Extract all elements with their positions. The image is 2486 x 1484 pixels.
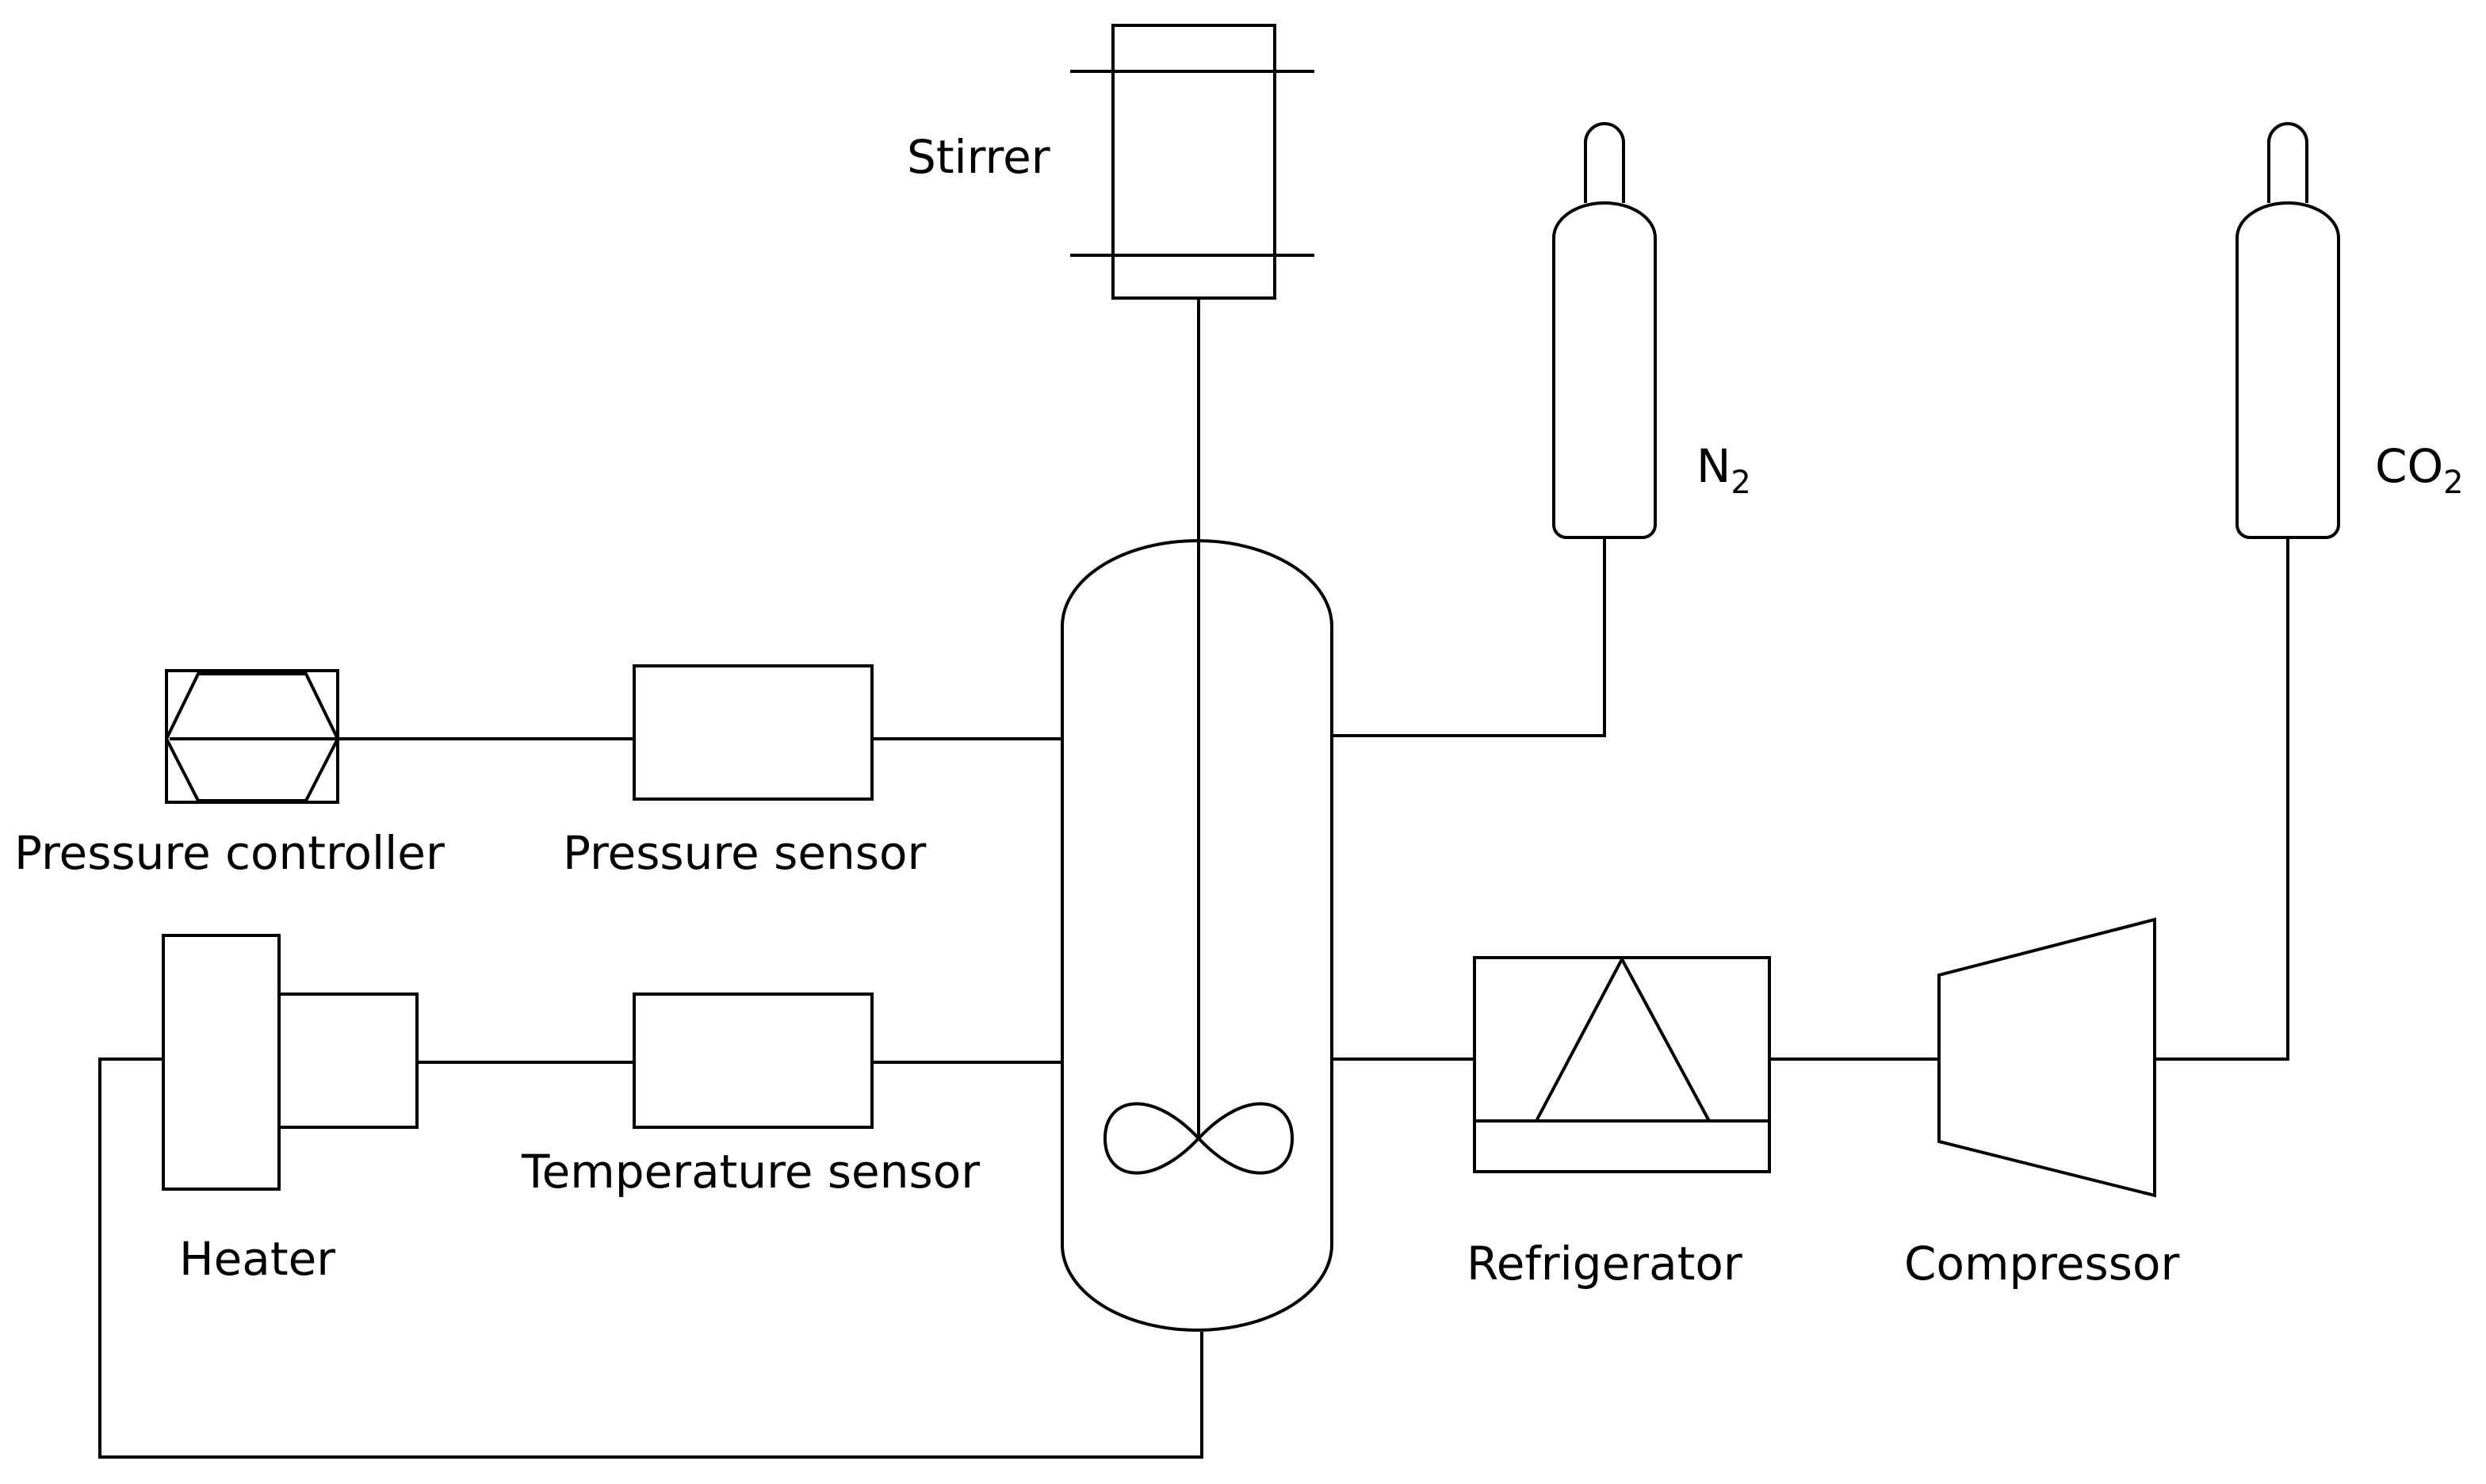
- compressor-label: Compressor: [1904, 1237, 2179, 1291]
- labels: Stirrer N2 CO2 Pressure controller Press…: [14, 130, 2464, 1291]
- heater-label: Heater: [179, 1232, 335, 1286]
- temperature-sensor-label: Temperature sensor: [521, 1145, 980, 1199]
- refrigerator-label: Refrigerator: [1467, 1237, 1742, 1291]
- stirrer-body: [1111, 24, 1276, 300]
- co2-cylinder-body: [2235, 201, 2340, 539]
- co2-label-main: CO: [2375, 439, 2443, 493]
- pressure-controller-symbol: [164, 672, 340, 802]
- n2-label-subscript: 2: [1731, 465, 1750, 501]
- reactor-vessel: [1061, 539, 1333, 1332]
- refrigerator-unit: [1473, 955, 1771, 1173]
- co2-label-subscript: 2: [2443, 465, 2463, 501]
- connection-lines: [98, 296, 2289, 1459]
- refrigerator-box: [1473, 956, 1771, 1173]
- line-n2-to-reactor: [1332, 537, 1606, 737]
- heater-body: [162, 934, 281, 1191]
- stirrer-label: Stirrer: [907, 130, 1050, 184]
- n2-cylinder-body: [1552, 201, 1657, 539]
- pressure-controller-box: [165, 669, 339, 804]
- reactor-outline: [1061, 539, 1333, 1332]
- co2-cylinder-valve: [2267, 122, 2308, 203]
- pressure-controller-label: Pressure controller: [14, 826, 445, 880]
- heater-unit: [162, 934, 419, 1191]
- compressor-icon: [1937, 917, 2156, 1198]
- n2-label: N2: [1696, 439, 1751, 501]
- n2-cylinder-valve: [1584, 122, 1625, 203]
- refrigerator-triangle-icon: [1535, 955, 1711, 1122]
- temperature-sensor-box: [633, 993, 874, 1129]
- line-reactor-bottom-loop-to-heater: [98, 1058, 1203, 1459]
- impeller-icon: [1103, 1102, 1295, 1175]
- pressure-controller: [164, 669, 340, 804]
- co2-cylinder: [2235, 122, 2340, 539]
- pressure-sensor-box: [633, 664, 874, 801]
- heater-side-box: [277, 993, 419, 1129]
- stirrer-unit: [1070, 24, 1314, 300]
- co2-label: CO2: [2375, 439, 2464, 501]
- line-compressor-to-co2: [2155, 537, 2289, 1061]
- n2-cylinder: [1552, 122, 1657, 539]
- n2-label-main: N: [1696, 439, 1731, 493]
- pressure-sensor-label: Pressure sensor: [563, 826, 926, 880]
